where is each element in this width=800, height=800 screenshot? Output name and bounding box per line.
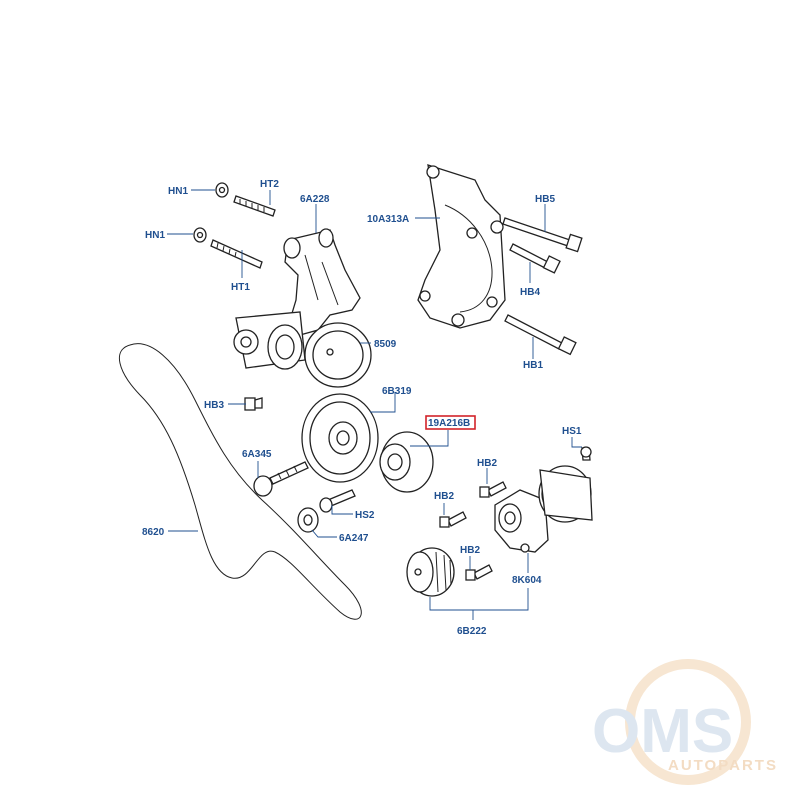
label-hn1-mid: HN1: [145, 230, 165, 241]
label-6b319: 6B319: [382, 386, 412, 397]
watermark-tagline: AUTOPARTS: [668, 757, 778, 774]
label-ht1: HT1: [231, 282, 250, 293]
stud-ht1: [210, 239, 263, 269]
stud-ht2: [233, 195, 276, 217]
label-hs1: HS1: [562, 426, 582, 437]
pulley-6b222: [406, 547, 455, 597]
label-8k604: 8K604: [512, 575, 542, 586]
nut-hn1-mid: [193, 227, 207, 243]
label-hb1: HB1: [523, 360, 543, 371]
label-hb5: HB5: [535, 194, 555, 205]
drive-belt-8620: [116, 340, 365, 623]
idler-pulley-19a216b: [379, 431, 434, 493]
washer-6a247: [297, 507, 319, 533]
bolt-hb3: [244, 397, 263, 411]
label-hn1-top: HN1: [168, 186, 188, 197]
label-6a247: 6A247: [339, 533, 369, 544]
label-6a345: 6A345: [242, 449, 272, 460]
label-8509: 8509: [374, 339, 397, 350]
label-hb2-a: HB2: [477, 458, 497, 469]
tensioner-pulley-8509: [267, 322, 372, 388]
watermark-brand: OMS: [592, 697, 733, 766]
nut-hn1-top: [215, 182, 229, 198]
bolt-hb5: [502, 217, 583, 253]
label-hb2-c: HB2: [460, 545, 480, 556]
label-ht2: HT2: [260, 179, 279, 190]
label-hb3: HB3: [204, 400, 224, 411]
label-19a216b: 19A216B: [428, 418, 470, 429]
watermark-gear-icon: [625, 659, 751, 785]
label-hs2: HS2: [355, 510, 375, 521]
bracket-10a313a: [417, 164, 506, 329]
bolt-hb2-c: [465, 564, 493, 581]
bolt-hb1: [504, 314, 577, 356]
part-labels: HN1 HT2 6A228 HN1 HT1 10A313A HB5 HB4 HB…: [142, 179, 582, 637]
bolt-hb4: [509, 243, 561, 274]
label-10a313a: 10A313A: [367, 214, 409, 225]
bolt-hs2: [319, 489, 356, 513]
label-6b222: 6B222: [457, 626, 487, 637]
bolt-6a345: [253, 461, 309, 497]
watermark: OMS AUTOPARTS: [592, 659, 778, 785]
label-6a228: 6A228: [300, 194, 330, 205]
bolt-hs1: [580, 446, 592, 461]
bolt-hb2-b: [439, 511, 467, 528]
crank-pulley-6b319: [301, 393, 379, 483]
label-hb2-b: HB2: [434, 491, 454, 502]
leader-lines: [167, 189, 582, 620]
tensioner-8k604: [494, 465, 593, 553]
label-hb4: HB4: [520, 287, 540, 298]
highlight-box-19a216b: [425, 415, 476, 430]
bolt-hb2-a: [479, 481, 507, 498]
label-8620: 8620: [142, 527, 165, 538]
